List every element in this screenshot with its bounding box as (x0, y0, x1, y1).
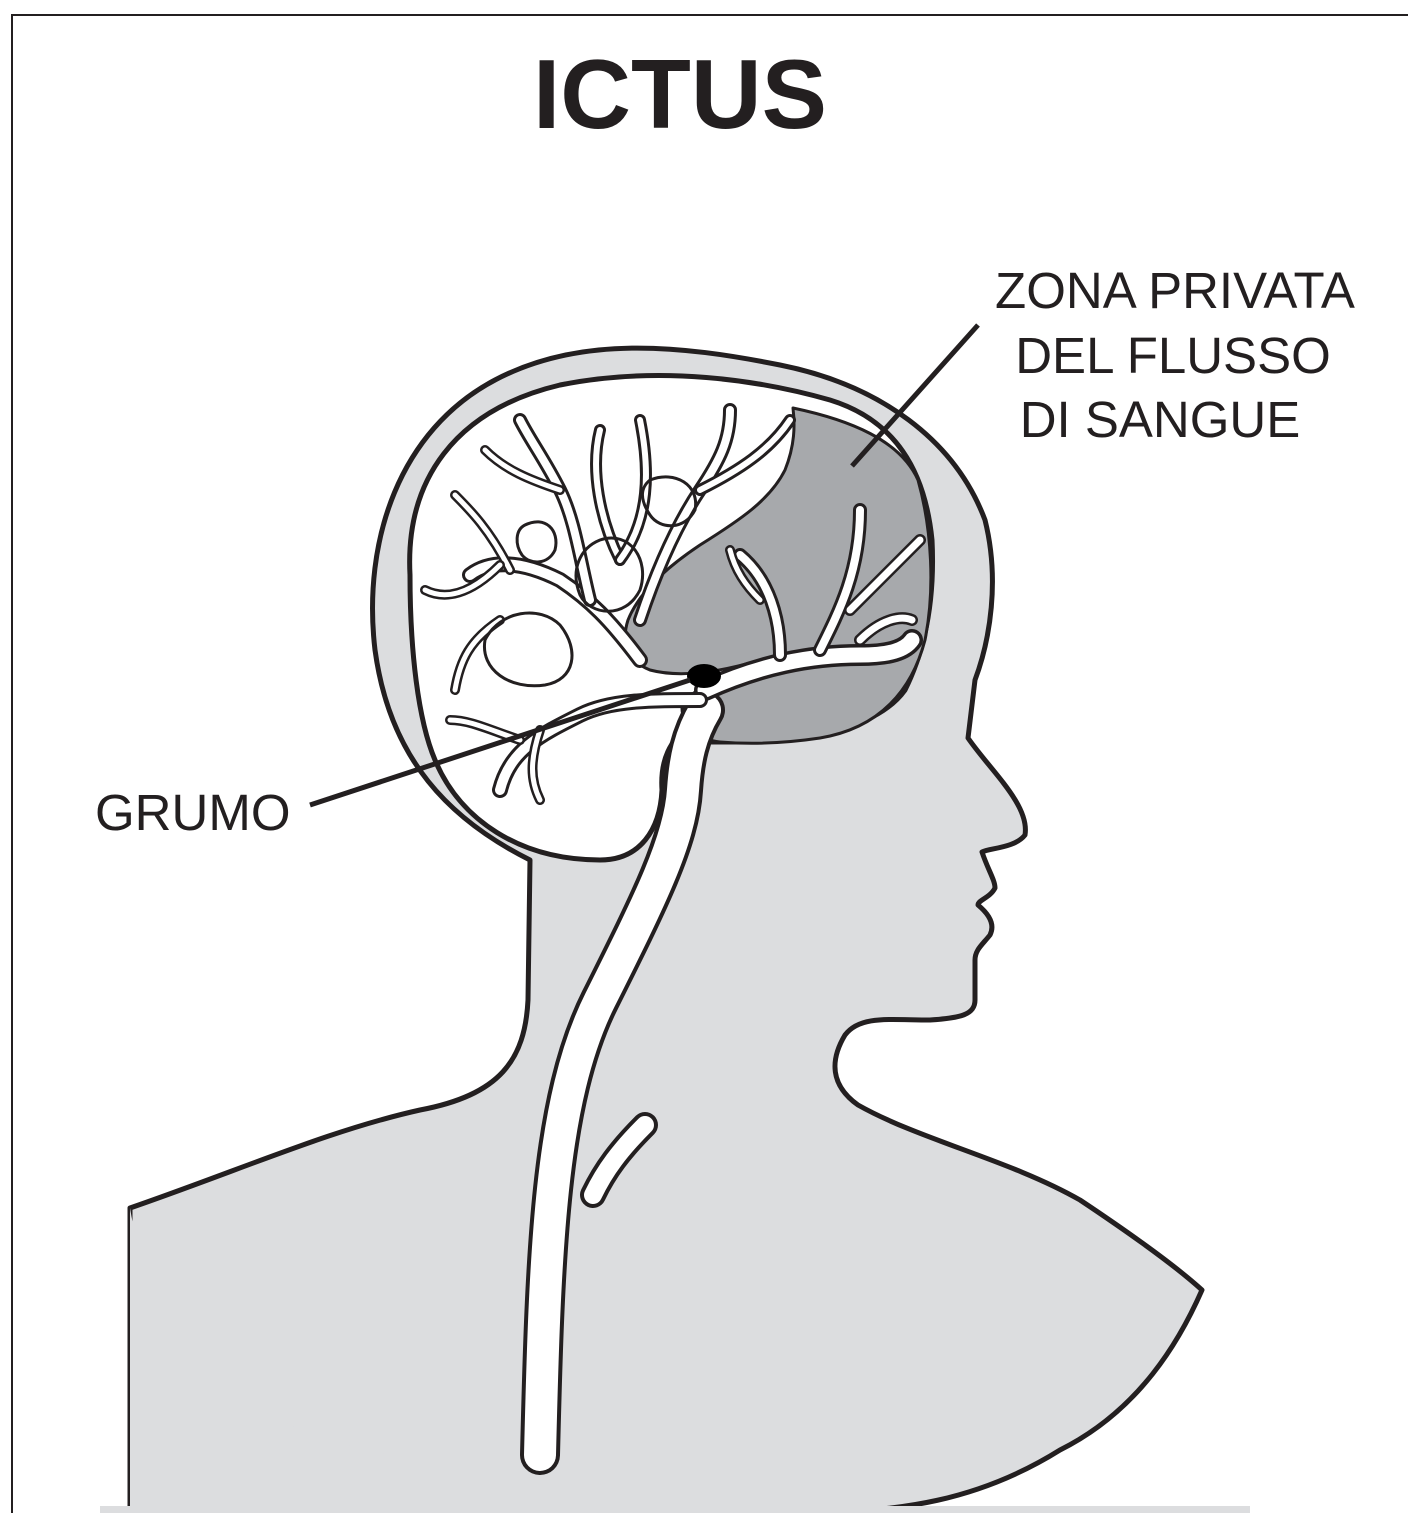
zona-label-line-3: DI SANGUE (1020, 391, 1301, 448)
clot (687, 664, 721, 688)
grumo-label: GRUMO (95, 784, 290, 841)
zona-label-line-2: DEL FLUSSO (1015, 327, 1331, 384)
zona-label: ZONA PRIVATA DEL FLUSSO DI SANGUE (995, 262, 1355, 448)
zona-label-line-1: ZONA PRIVATA (995, 262, 1355, 319)
diagram-title: ICTUS (533, 39, 827, 149)
